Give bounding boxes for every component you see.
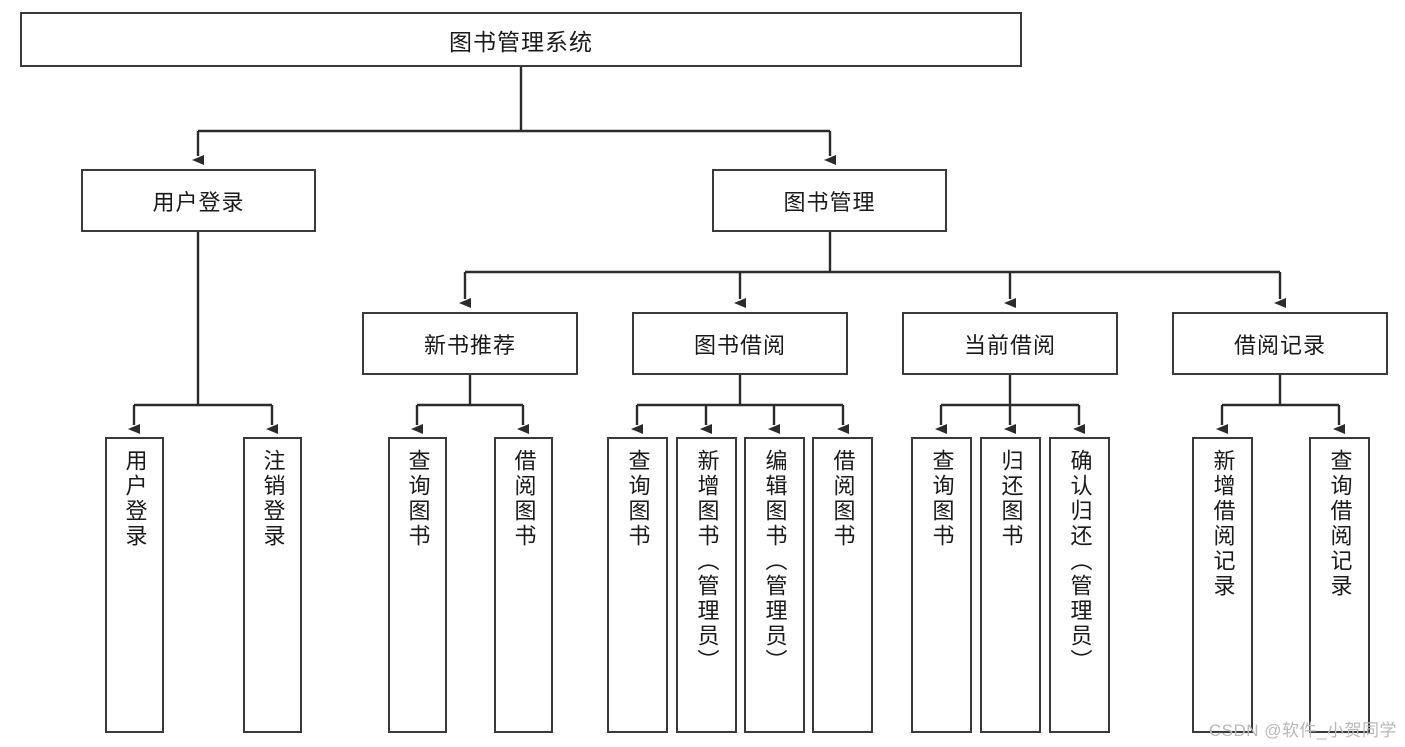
node-label: 借阅图书 bbox=[511, 449, 537, 549]
node-user-login[interactable]: 用户登录 bbox=[81, 169, 316, 232]
node-root-book-management-system[interactable]: 图书管理系统 bbox=[20, 12, 1022, 67]
leaf-book-borrow-borrow-book[interactable]: 借阅图书 bbox=[812, 437, 873, 733]
node-label: 图书管理 bbox=[783, 189, 876, 215]
leaf-book-borrow-query-book[interactable]: 查询图书 bbox=[607, 437, 668, 733]
node-label: 查询借阅记录 bbox=[1327, 449, 1353, 599]
node-label: 新增借阅记录 bbox=[1210, 449, 1236, 599]
node-current-borrow[interactable]: 当前借阅 bbox=[902, 312, 1118, 375]
node-label: 借阅图书 bbox=[830, 449, 856, 549]
node-label: 归还图书 bbox=[998, 449, 1024, 549]
leaf-borrow-record-query-record[interactable]: 查询借阅记录 bbox=[1309, 437, 1370, 733]
node-label: 查询图书 bbox=[405, 449, 431, 549]
node-label: 确认归还（管理员） bbox=[1067, 449, 1093, 674]
node-borrow-record[interactable]: 借阅记录 bbox=[1172, 312, 1388, 375]
node-label: 注销登录 bbox=[260, 449, 286, 549]
leaf-current-borrow-confirm-return-admin[interactable]: 确认归还（管理员） bbox=[1049, 437, 1110, 733]
csdn-watermark: CSDN @软件_小贺同学 bbox=[1208, 721, 1397, 740]
node-label: 编辑图书（管理员） bbox=[762, 449, 788, 674]
node-label: 借阅记录 bbox=[1233, 332, 1326, 358]
leaf-new-book-query-book[interactable]: 查询图书 bbox=[388, 437, 447, 733]
node-label: 当前借阅 bbox=[963, 332, 1056, 358]
node-label: 新增图书（管理员） bbox=[694, 449, 720, 674]
leaf-borrow-record-add-record[interactable]: 新增借阅记录 bbox=[1192, 437, 1253, 733]
leaf-user-login-login[interactable]: 用户登录 bbox=[105, 437, 164, 733]
node-label: 查询图书 bbox=[625, 449, 651, 549]
node-label: 图书管理系统 bbox=[449, 28, 593, 55]
node-label: 查询图书 bbox=[929, 449, 955, 549]
node-label: 用户登录 bbox=[152, 189, 245, 215]
leaf-book-borrow-edit-book-admin[interactable]: 编辑图书（管理员） bbox=[744, 437, 805, 733]
leaf-current-borrow-query-book[interactable]: 查询图书 bbox=[911, 437, 972, 733]
leaf-new-book-borrow-book[interactable]: 借阅图书 bbox=[494, 437, 553, 733]
node-book-management[interactable]: 图书管理 bbox=[712, 169, 947, 232]
node-label: 用户登录 bbox=[122, 449, 148, 549]
node-label: 图书借阅 bbox=[693, 332, 786, 358]
node-new-book-recommend[interactable]: 新书推荐 bbox=[362, 312, 578, 375]
leaf-user-login-logout[interactable]: 注销登录 bbox=[243, 437, 302, 733]
node-label: 新书推荐 bbox=[423, 332, 516, 358]
leaf-book-borrow-add-book-admin[interactable]: 新增图书（管理员） bbox=[676, 437, 737, 733]
node-book-borrow[interactable]: 图书借阅 bbox=[632, 312, 848, 375]
leaf-current-borrow-return-book[interactable]: 归还图书 bbox=[980, 437, 1041, 733]
